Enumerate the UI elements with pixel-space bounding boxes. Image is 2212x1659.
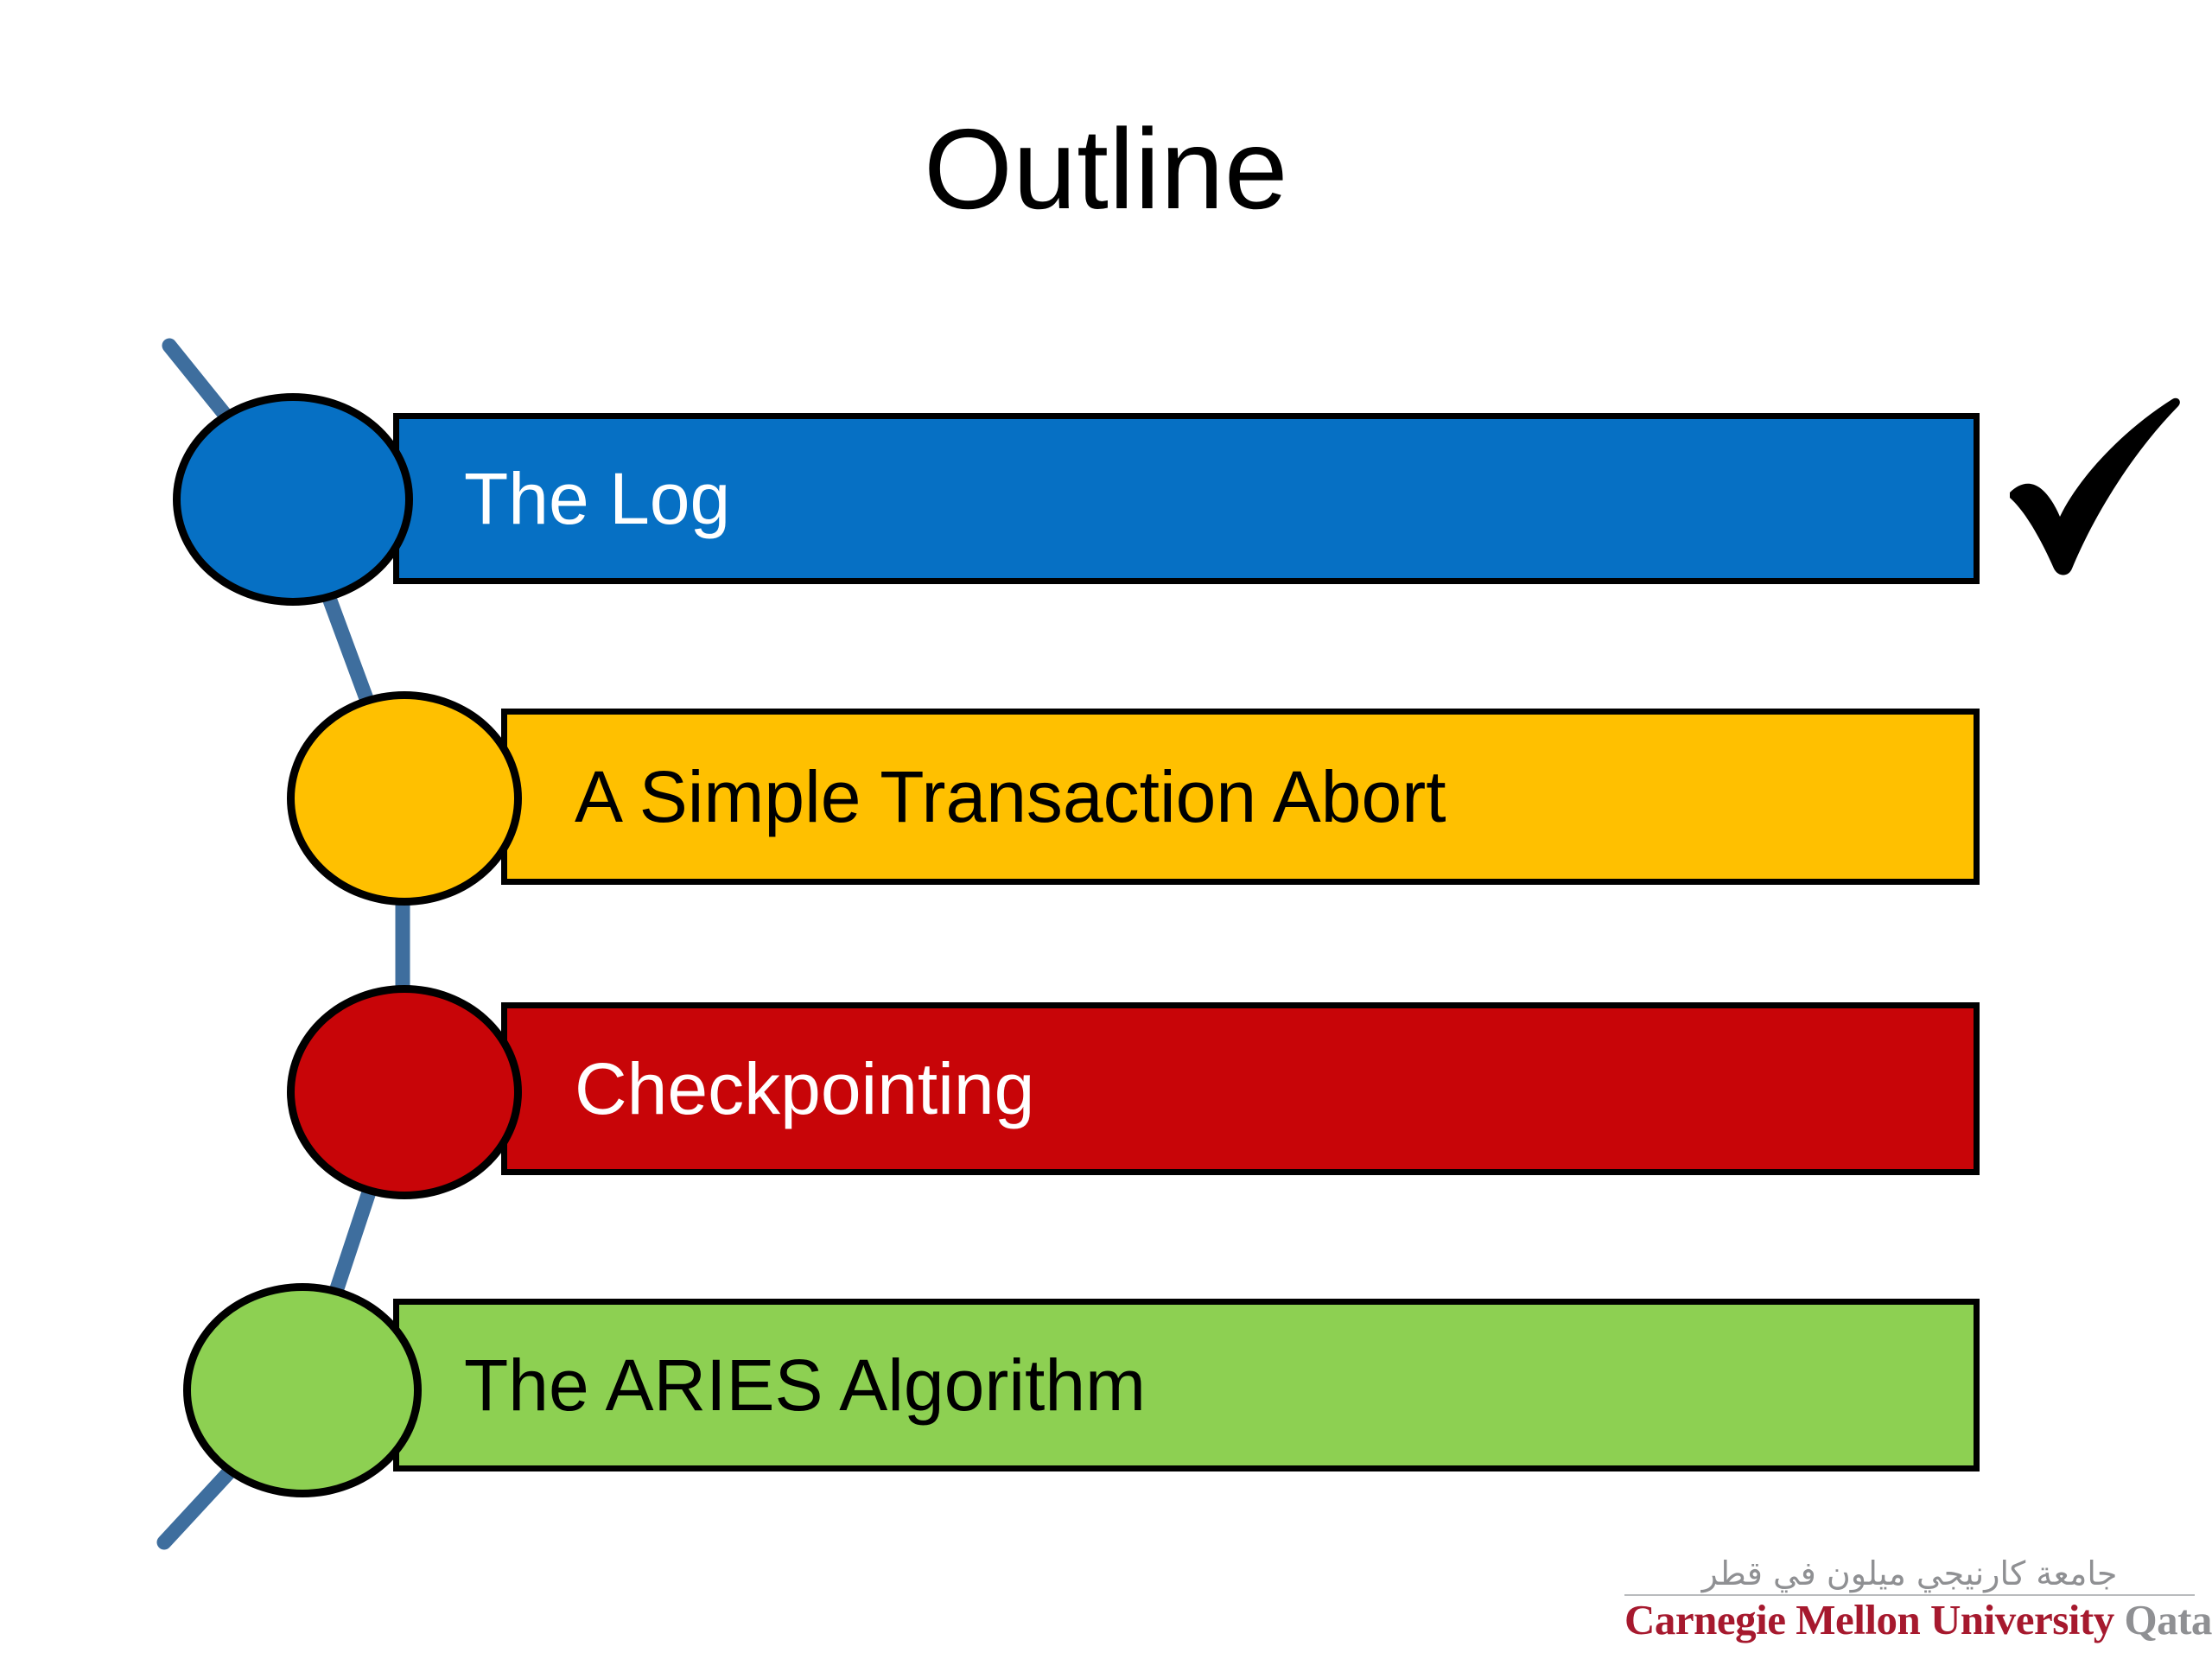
cmu-logo-divider — [1624, 1593, 2195, 1596]
outline-bar-1-label: The Log — [464, 458, 731, 539]
outline-node-circle-1[interactable] — [173, 393, 413, 606]
cmu-logo-arabic-text: جامعة كارنيجي ميلون في قطر — [1701, 1554, 2118, 1592]
outline-bar-3-label: Checkpointing — [575, 1048, 1035, 1129]
outline-bar-3[interactable]: Checkpointing — [501, 1002, 1980, 1175]
page-title: Outline — [924, 105, 1288, 232]
cmu-logo-campus-label: Qatar — [2124, 1595, 2212, 1643]
cmu-logo-campus-name — [2114, 1596, 2125, 1643]
outline-node-circle-4[interactable] — [183, 1283, 422, 1497]
cmu-logo-wordmark: Carnegie Mellon University Qatar — [1624, 1595, 2212, 1643]
outline-bar-4-label: The ARIES Algorithm — [464, 1344, 1147, 1426]
outline-bar-4[interactable]: The ARIES Algorithm — [393, 1299, 1980, 1471]
cmu-logo-university-name: Carnegie Mellon University — [1624, 1595, 2114, 1643]
outline-bar-2-label: A Simple Transaction Abort — [575, 756, 1446, 837]
outline-bar-2[interactable]: A Simple Transaction Abort — [501, 709, 1980, 885]
cmu-qatar-logo: جامعة كارنيجي ميلون في قطر Carnegie Mell… — [1624, 1554, 2212, 1648]
check-mark-icon — [2010, 397, 2180, 575]
outline-node-circle-3[interactable] — [287, 985, 522, 1199]
outline-bar-1[interactable]: The Log — [393, 413, 1980, 584]
outline-node-circle-2[interactable] — [287, 691, 522, 906]
